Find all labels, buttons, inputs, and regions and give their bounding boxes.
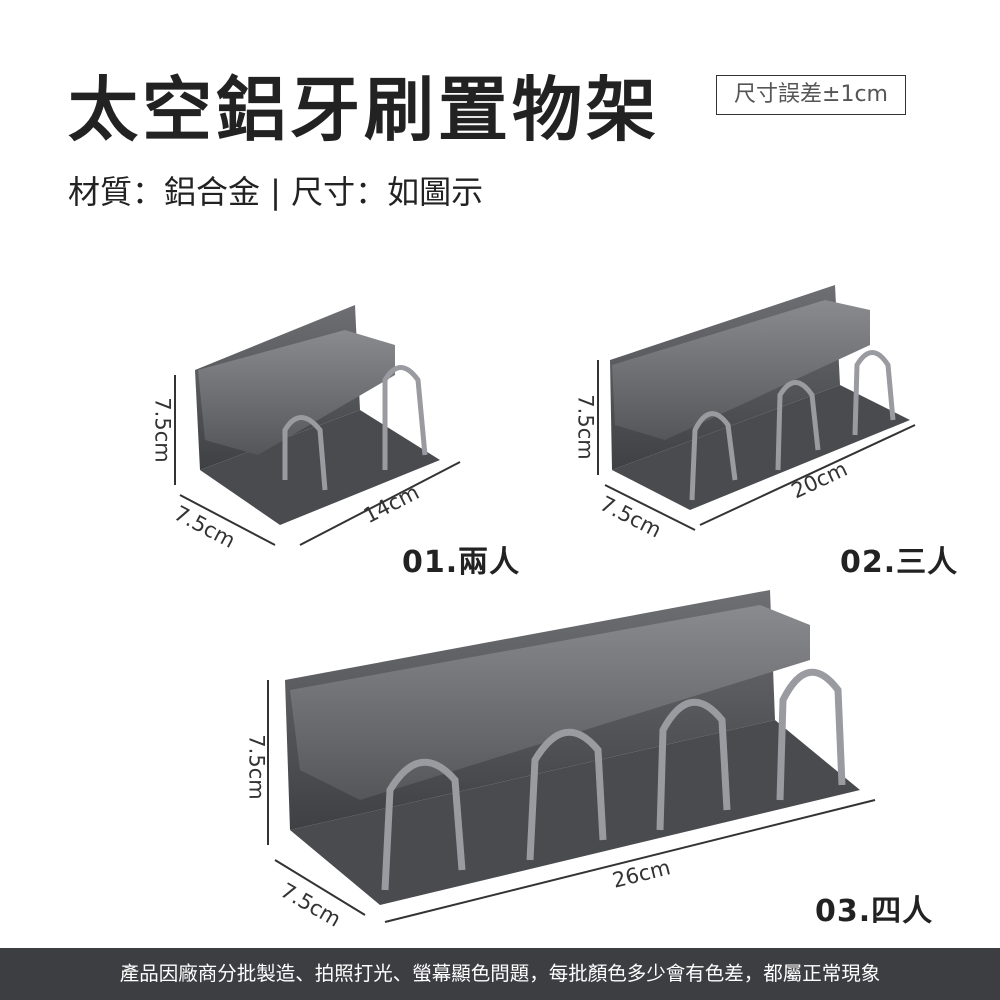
product-four-person-rack [267,590,876,923]
tolerance-badge: 尺寸誤差±1cm [716,75,906,115]
product-three-person-rack [597,285,916,531]
product-label: 03.四人 [815,894,934,929]
page-title: 太空鋁牙刷置物架 [68,69,660,151]
material-subtitle: 材質：鋁合金 | 尺寸：如圖示 [68,173,484,211]
product-label: 01.兩人 [402,545,521,580]
product-label: 02.三人 [840,545,959,580]
color-disclaimer-footer: 產品因廠商分批製造、拍照打光、螢幕顯色問題，每批顏色多少會有色差，都屬正常現象 [0,948,1000,1000]
height-dimension-label: 7.5cm [244,734,269,800]
height-dimension-label: 7.5cm [150,397,175,463]
product-two-person-rack [174,305,461,546]
height-dimension-label: 7.5cm [573,394,598,460]
